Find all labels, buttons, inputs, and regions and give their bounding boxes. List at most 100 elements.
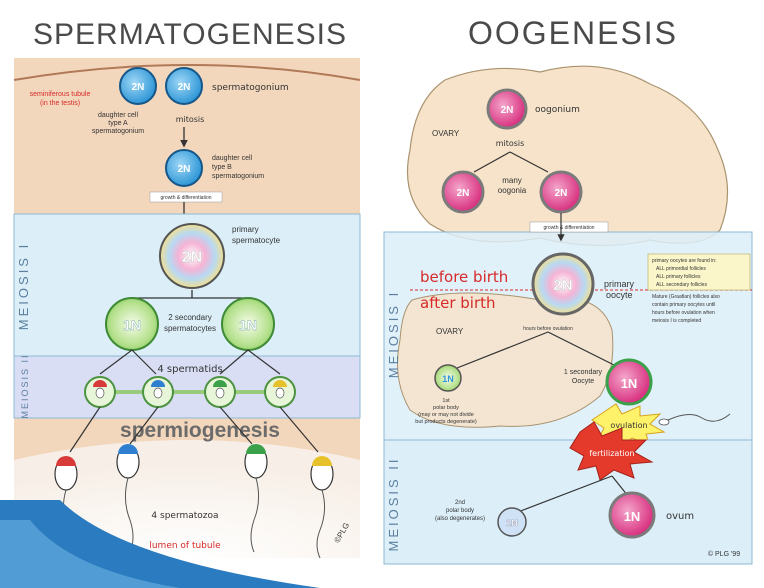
svg-text:but products degenerate): but products degenerate) bbox=[415, 419, 477, 425]
cell-label: 1N bbox=[621, 376, 638, 391]
sperm-tail bbox=[667, 413, 731, 422]
ovum-cell bbox=[608, 491, 656, 539]
svg-text:meiosis I is completed: meiosis I is completed bbox=[652, 318, 701, 324]
meiosis-2-arrows bbox=[99, 349, 281, 375]
oogenesis-title: OOGENESIS bbox=[468, 15, 678, 51]
ovum-label: ovum bbox=[666, 511, 694, 522]
type-b-spermatogonium-cell bbox=[165, 149, 203, 187]
secondary-oocyte-label: 1 secondary Oocyte bbox=[564, 369, 603, 385]
spermatid bbox=[204, 376, 236, 408]
note-2: Mature (Graafian) follicles also contain… bbox=[652, 294, 720, 324]
svg-text:(also degenerates): (also degenerates) bbox=[435, 516, 485, 522]
spermatozoon bbox=[116, 444, 140, 553]
hours-label: hours before ovulation bbox=[523, 326, 573, 332]
svg-text:primary: primary bbox=[232, 225, 259, 234]
svg-text:primary: primary bbox=[604, 279, 635, 289]
meiosis-1-arrows bbox=[451, 331, 621, 371]
type-a-spermatogonium-cell bbox=[119, 67, 157, 105]
growth-label-box bbox=[529, 221, 609, 233]
svg-text:oocyte: oocyte bbox=[606, 290, 633, 300]
svg-text:Oocyte: Oocyte bbox=[572, 378, 594, 385]
ovary-label-2: OVARY bbox=[436, 327, 464, 336]
growth-label-box bbox=[149, 191, 223, 203]
ovary-lower bbox=[397, 292, 614, 428]
svg-text:daughter cell: daughter cell bbox=[212, 155, 253, 162]
cell-label: 2N bbox=[182, 249, 202, 266]
slide-corner-highlight bbox=[0, 520, 180, 588]
meiosis-2-label: MEIOSIS II bbox=[20, 353, 30, 418]
ovary-label: OVARY bbox=[432, 129, 460, 138]
svg-text:(in the testis): (in the testis) bbox=[40, 100, 80, 107]
growth-label: growth & differentiation bbox=[543, 225, 594, 231]
meiosis-2-band bbox=[13, 355, 361, 419]
primary-spermatocyte-cell bbox=[159, 223, 225, 289]
cell-label: 2N bbox=[178, 164, 191, 175]
svg-text:hours before ovulation when: hours before ovulation when bbox=[652, 310, 715, 316]
svg-text:ALL primary follicles: ALL primary follicles bbox=[656, 274, 701, 280]
svg-text:(may or may not divide: (may or may not divide bbox=[418, 412, 474, 418]
primary-spermatocyte-label: primary spermatocyte bbox=[232, 225, 281, 245]
spermatogonium-label: spermatogonium bbox=[212, 83, 289, 93]
lumen-area bbox=[14, 440, 360, 558]
spermiogenesis-arrows bbox=[69, 406, 319, 453]
oogonium-label: oogonium bbox=[535, 105, 580, 115]
after-birth-label: after birth bbox=[420, 294, 496, 312]
meiosis-2-band bbox=[383, 439, 753, 565]
spermatozoon bbox=[244, 444, 268, 553]
sperm-head bbox=[658, 418, 670, 426]
oogenesis-panel: OOGENESIS 2N oogonium OVARY mitosis 2N 2… bbox=[383, 15, 753, 565]
oogonium-cell bbox=[539, 170, 583, 214]
cell-label: 2N bbox=[553, 277, 572, 294]
cell-label: 1N bbox=[239, 317, 257, 333]
svg-text:Mature (Graafian) follicles al: Mature (Graafian) follicles also bbox=[652, 294, 720, 300]
cell-label: 2N bbox=[501, 105, 514, 116]
svg-text:spermatocyte: spermatocyte bbox=[232, 236, 281, 245]
svg-text:polar body: polar body bbox=[446, 508, 474, 514]
spermatids-label: 4 spermatids bbox=[157, 364, 222, 375]
oogonium-cell bbox=[486, 88, 528, 130]
primary-oocyte-label: primary oocyte bbox=[604, 279, 635, 300]
growth-label: growth & differentiation bbox=[160, 195, 211, 201]
svg-text:oogonia: oogonia bbox=[498, 186, 527, 195]
first-polar-body-label: 1st polar body (may or may not divide bu… bbox=[415, 398, 477, 425]
primary-oocyte-cell bbox=[531, 252, 595, 316]
svg-text:ALL secondary follicles: ALL secondary follicles bbox=[656, 282, 707, 288]
meiosis-1-label: MEIOSIS I bbox=[386, 290, 401, 378]
svg-text:seminiferous tubule: seminiferous tubule bbox=[30, 91, 91, 98]
spermatid bbox=[142, 376, 174, 408]
spermatozoa-label: 4 spermatozoa bbox=[151, 511, 218, 521]
oogonium-cell bbox=[441, 170, 485, 214]
spermatozoon bbox=[310, 456, 334, 559]
svg-text:contain primary oocytes until: contain primary oocytes until bbox=[652, 302, 715, 308]
fertilization-burst bbox=[569, 421, 654, 481]
spermatogonium-cell bbox=[165, 67, 203, 105]
svg-text:2nd: 2nd bbox=[455, 500, 465, 506]
copyright-right: © PLG '99 bbox=[708, 550, 740, 558]
fertilization-label: fertilization bbox=[589, 449, 634, 458]
cell-label: 1N bbox=[506, 518, 518, 528]
svg-text:spermatocytes: spermatocytes bbox=[164, 324, 216, 333]
svg-text:type B: type B bbox=[212, 164, 232, 171]
meiosis-2-label: MEIOSIS II bbox=[386, 456, 401, 551]
daughter-a-label: daughter cell type A spermatogonium bbox=[92, 112, 144, 135]
cell-label: 2N bbox=[178, 82, 191, 93]
daughter-b-label: daughter cell type B spermatogonium bbox=[212, 155, 264, 180]
second-polar-body-cell bbox=[497, 507, 527, 537]
cell-label: 1N bbox=[624, 509, 641, 524]
svg-text:2 secondary: 2 secondary bbox=[168, 313, 212, 322]
second-polar-body-label: 2nd polar body (also degenerates) bbox=[435, 500, 485, 522]
svg-text:spermatogonium: spermatogonium bbox=[92, 128, 144, 135]
tubule-label: seminiferous tubule (in the testis) bbox=[30, 91, 91, 107]
spermiogenesis-label: spermiogenesis bbox=[120, 419, 280, 442]
cell-label: 2N bbox=[555, 188, 568, 199]
spermatogenesis-title: SPERMATOGENESIS bbox=[33, 18, 347, 51]
cell-label: 2N bbox=[132, 82, 145, 93]
secondary-spermatocytes-label: 2 secondary spermatocytes bbox=[164, 313, 216, 333]
svg-text:polar body: polar body bbox=[433, 405, 459, 411]
ovulation-label: ovulation bbox=[610, 421, 647, 430]
mitosis-arrows bbox=[473, 151, 549, 173]
spermatid bbox=[84, 376, 116, 408]
spermatids bbox=[84, 376, 296, 408]
many-oogonia-label: many oogonia bbox=[498, 176, 527, 195]
